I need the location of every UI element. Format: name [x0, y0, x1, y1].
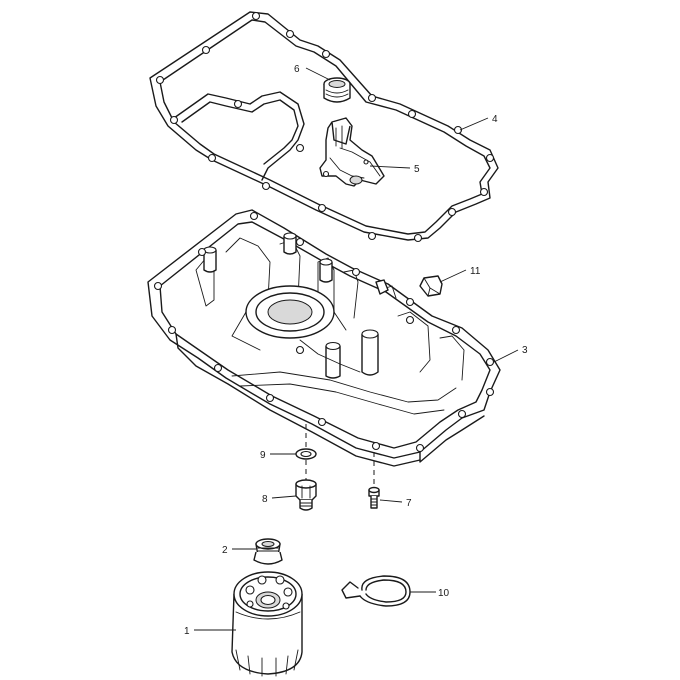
callout-9: 9	[260, 450, 266, 461]
oil-strainer-part	[319, 117, 385, 187]
leader-lines	[194, 67, 519, 631]
leader-8	[271, 495, 297, 499]
leader-7	[379, 499, 403, 503]
callout-4: 4	[492, 114, 498, 125]
callout-10: 10	[438, 588, 450, 599]
callout-3: 3	[522, 345, 528, 356]
drain-plug-part	[295, 479, 317, 511]
callout-7: 7	[406, 498, 412, 509]
leader-6	[305, 67, 331, 81]
clip-part	[419, 275, 443, 297]
retaining-ring-part	[341, 575, 411, 607]
callout-6: 6	[294, 64, 300, 75]
callout-2: 2	[222, 545, 228, 556]
callout-labels: 1 2 3 4 5 6 7 8 9 10 11	[184, 64, 528, 637]
sealing-washer-part	[295, 448, 317, 460]
callout-5: 5	[414, 164, 420, 175]
oil-filter-part	[231, 571, 303, 677]
strainer-plug-part	[323, 77, 351, 103]
callout-8: 8	[262, 494, 268, 505]
callout-1: 1	[184, 626, 190, 637]
callout-11: 11	[470, 266, 481, 277]
leader-5	[369, 165, 411, 169]
filter-union-part	[253, 538, 283, 565]
oil-pan-part	[147, 209, 501, 467]
leader-11	[439, 269, 467, 283]
bolt-part	[368, 486, 380, 509]
leader-4	[459, 117, 489, 131]
leader-3	[493, 349, 519, 363]
gasket-part	[149, 11, 499, 243]
